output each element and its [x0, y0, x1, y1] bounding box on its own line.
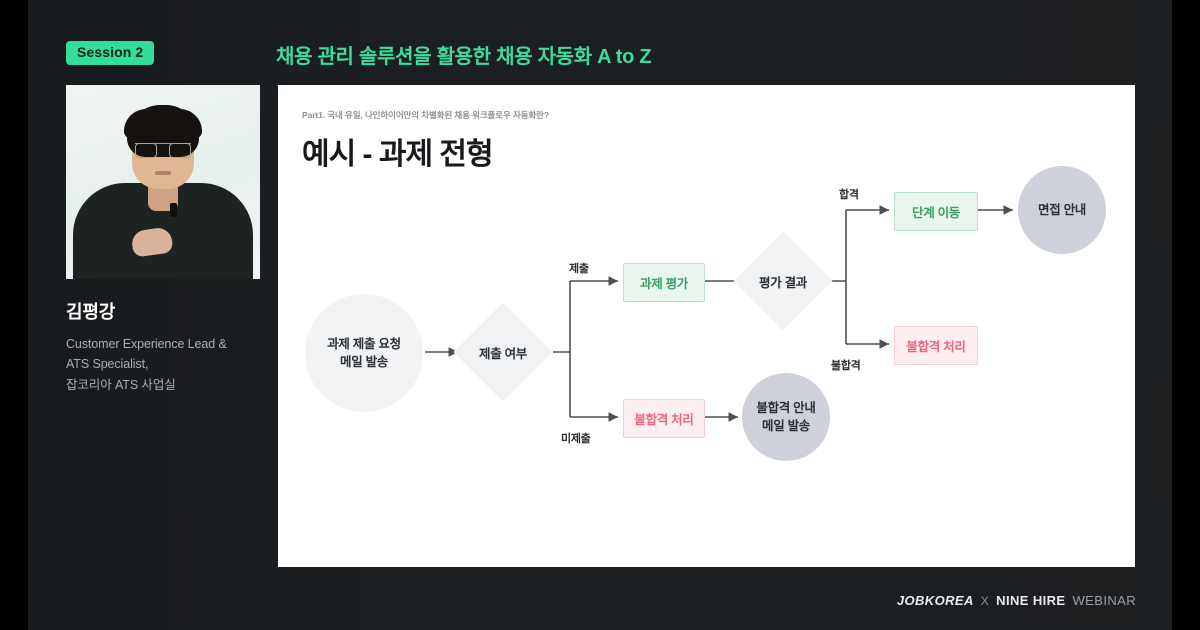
footer-x-separator: X	[980, 593, 990, 608]
footer-webinar-label: WEBINAR	[1072, 593, 1136, 608]
person-mouth-shape	[155, 171, 171, 175]
page-title: 채용 관리 솔루션을 활용한 채용 자동화 A to Z	[276, 46, 652, 68]
slide-eyebrow: Part1. 국내 유일, 나인하이어만의 차별화된 채용 워크플로우 자동화란…	[302, 110, 549, 120]
node-fail-process-bottom: 불합격 처리	[623, 399, 705, 438]
node-stage-move: 단계 이동	[894, 192, 978, 231]
session-badge: Session 2	[66, 41, 155, 66]
footer-branding: JOBKOREA X NINE HIRE WEBINAR	[897, 593, 1136, 608]
speaker-panel: 김평강 Customer Experience Lead & ATS Speci…	[66, 85, 260, 395]
node-fail-process-right: 불합격 처리	[894, 326, 978, 365]
edge-label-fail: 불합격	[831, 360, 861, 372]
node-interview-notice: 면접 안내	[1018, 166, 1106, 254]
node-fail-notice-mail-line-2: 메일 발송	[762, 419, 810, 433]
speaker-video-feed	[66, 85, 260, 279]
node-start-line-1: 과제 제출 요청	[327, 336, 401, 351]
flowchart-connectors	[425, 205, 1013, 422]
speaker-name: 김평강	[66, 302, 116, 322]
edge-label-submitted: 제출	[569, 263, 589, 275]
speaker-role-line-3: 잡코리아 ATS 사업실	[66, 377, 176, 392]
jobkorea-logo-text: JOBKOREA	[896, 593, 974, 608]
presentation-slide: Part1. 국내 유일, 나인하이어만의 차별화된 채용 워크플로우 자동화란…	[278, 85, 1135, 567]
node-start-line-2: 메일 발송	[340, 355, 388, 369]
slide-heading: 예시 - 과제 전형	[302, 138, 494, 171]
node-decision-submitted-label: 제출 여부	[479, 346, 527, 361]
node-fail-notice-mail-line-1: 불합격 안내	[756, 400, 816, 415]
speaker-role-line-1: Customer Experience Lead &	[66, 337, 227, 351]
node-fail-notice-mail: 불합격 안내 메일 발송	[742, 373, 830, 461]
node-decision-evaluation-result: 평가 결과	[733, 231, 833, 331]
speaker-role: Customer Experience Lead & ATS Specialis…	[66, 334, 260, 395]
edge-label-not-submitted: 미제출	[561, 433, 591, 445]
person-hair-shape	[127, 105, 199, 157]
speaker-role-line-2: ATS Specialist,	[66, 357, 149, 372]
node-start-request-mail: 과제 제출 요청 메일 발송	[305, 294, 423, 412]
ninehire-logo-text: NINE HIRE	[996, 593, 1066, 608]
glasses-icon	[135, 143, 191, 158]
lapel-mic-icon	[170, 203, 177, 217]
flowchart: 과제 제출 요청 메일 발송 제출 여부 제출 미제출 과제 평가 평가 결과 …	[278, 85, 1135, 567]
node-decision-evaluation-result-label: 평가 결과	[759, 275, 807, 290]
edge-label-pass: 합격	[839, 189, 859, 201]
node-decision-submitted: 제출 여부	[453, 302, 553, 402]
node-task-evaluation: 과제 평가	[623, 263, 705, 302]
